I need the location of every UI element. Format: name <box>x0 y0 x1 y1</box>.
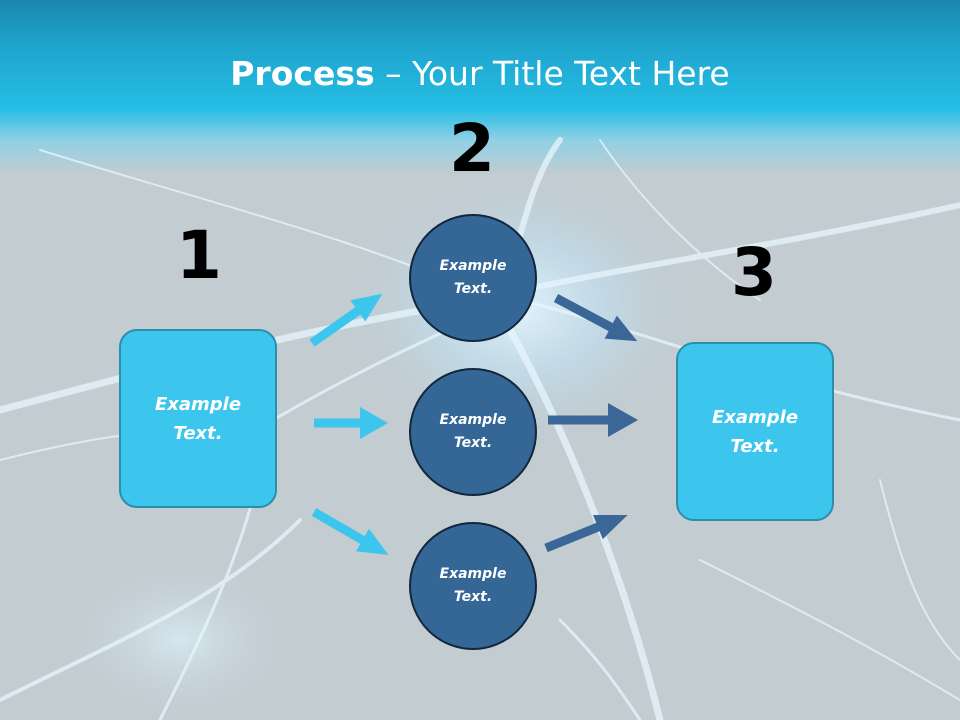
circle-middle-text: Example Text. <box>439 412 507 451</box>
arrow-to-bottom-circle <box>311 508 389 555</box>
step-number-3: 3 <box>731 234 777 311</box>
title-bold: Process <box>230 54 375 93</box>
arrow-to-top-circle <box>309 293 383 347</box>
arrow-from-bottom-circle <box>544 514 628 553</box>
arrow-from-middle-circle <box>548 403 638 437</box>
circle-bottom: Example Text. <box>409 522 537 650</box>
arrow-to-middle-circle <box>314 407 388 439</box>
circle-top: Example Text. <box>409 214 537 342</box>
step-number-2: 2 <box>449 110 495 187</box>
circle-bottom-text: Example Text. <box>439 566 507 605</box>
circle-middle: Example Text. <box>409 368 537 496</box>
left-box: Example Text. <box>119 329 277 508</box>
arrow-from-top-circle <box>553 294 638 342</box>
right-box: Example Text. <box>676 342 834 521</box>
left-box-text: Example Text. <box>154 393 242 444</box>
slide-title: Process – Your Title Text Here <box>0 52 960 96</box>
right-box-text: Example Text. <box>711 406 799 457</box>
step-number-1: 1 <box>176 217 222 294</box>
header-band <box>0 0 960 175</box>
title-rest: – Your Title Text Here <box>374 54 730 93</box>
circle-top-text: Example Text. <box>439 258 507 297</box>
